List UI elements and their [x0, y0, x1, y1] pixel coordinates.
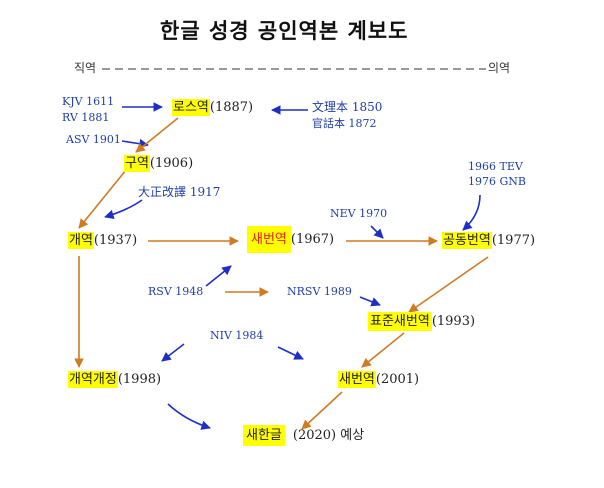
- arrow-rsv-to-new: [205, 265, 232, 287]
- node-common-year: (1977): [491, 233, 536, 248]
- arrow-old-to-revised: [78, 169, 127, 229]
- node-revised-rev-name: 개역개정: [68, 371, 118, 388]
- source-rv: RV 1881: [62, 111, 110, 124]
- arrow-nrsv-to-standard: [359, 296, 381, 307]
- node-standard-new-year: (1993): [431, 314, 476, 329]
- source-nev: NEV 1970: [330, 207, 388, 220]
- node-new-hangul-year: (2020) 예상: [292, 428, 365, 443]
- node-ross-name: 로스역: [172, 99, 210, 116]
- source-niv: NIV 1984: [210, 329, 264, 342]
- source-asv: ASV 1901: [66, 133, 121, 146]
- node-new2-name: 새번역: [338, 371, 376, 388]
- source-taisho: 大正改譯 1917: [138, 185, 221, 199]
- source-guanhua: 官話本 1872: [312, 117, 377, 130]
- node-new-hangul: 새한글 (2020) 예상: [243, 425, 365, 446]
- axis-left-label: 직역: [74, 61, 97, 75]
- node-ross: 로스역(1887): [172, 99, 254, 116]
- node-standard-new: 표준새번역(1993): [368, 312, 476, 331]
- node-ross-year: (1887): [209, 100, 254, 115]
- arrow-new2-to-new-hangul: [301, 391, 343, 430]
- node-new-year: (1967): [290, 232, 335, 247]
- node-revised-rev: 개역개정(1998): [68, 371, 162, 388]
- source-nrsv: NRSV 1989: [287, 285, 352, 298]
- arrow-taisho-to-revised: [104, 199, 143, 220]
- source-tev: 1966 TEV: [468, 160, 523, 173]
- arrow-nev-to-new: [370, 225, 384, 239]
- axis-right-label: 의역: [488, 61, 511, 75]
- arrow-niv-to-new2: [277, 346, 304, 360]
- node-new: 새번역(1967): [247, 226, 334, 253]
- source-gnb: 1976 GNB: [468, 175, 526, 188]
- arrow-common-to-standard: [408, 256, 489, 313]
- node-revised-rev-year: (1998): [117, 372, 162, 387]
- source-kjv: KJV 1611: [62, 95, 115, 108]
- node-common-name: 공동번역: [442, 232, 492, 249]
- node-old-name: 구역: [124, 155, 150, 172]
- arrow-niv-to-revised-rev: [161, 343, 185, 362]
- node-revised-year: (1937): [93, 233, 138, 248]
- node-new2-year: (2001): [375, 372, 420, 387]
- arrow-standard-to-new2: [361, 332, 405, 368]
- source-rsv: RSV 1948: [148, 285, 204, 298]
- arrow-tev-to-common: [462, 194, 481, 231]
- node-revised: 개역(1937): [68, 232, 138, 249]
- node-old: 구역(1906): [124, 155, 194, 172]
- node-standard-new-name: 표준새번역: [368, 312, 432, 331]
- node-revised-name: 개역: [68, 232, 94, 249]
- node-old-year: (1906): [149, 156, 194, 171]
- arrow-asv-to-old: [121, 138, 149, 149]
- node-common: 공동번역(1977): [442, 232, 536, 249]
- arrow-revised-rev-to-new-hangul: [167, 403, 211, 430]
- node-new2: 새번역(2001): [338, 371, 420, 388]
- node-new-name: 새번역: [247, 226, 291, 253]
- source-wenli: 文理本 1850: [312, 100, 383, 114]
- arrow-ross-to-old: [135, 117, 179, 153]
- diagram-title: 한글 성경 공인역본 계보도: [160, 18, 409, 43]
- node-new-hangul-name: 새한글: [243, 425, 285, 446]
